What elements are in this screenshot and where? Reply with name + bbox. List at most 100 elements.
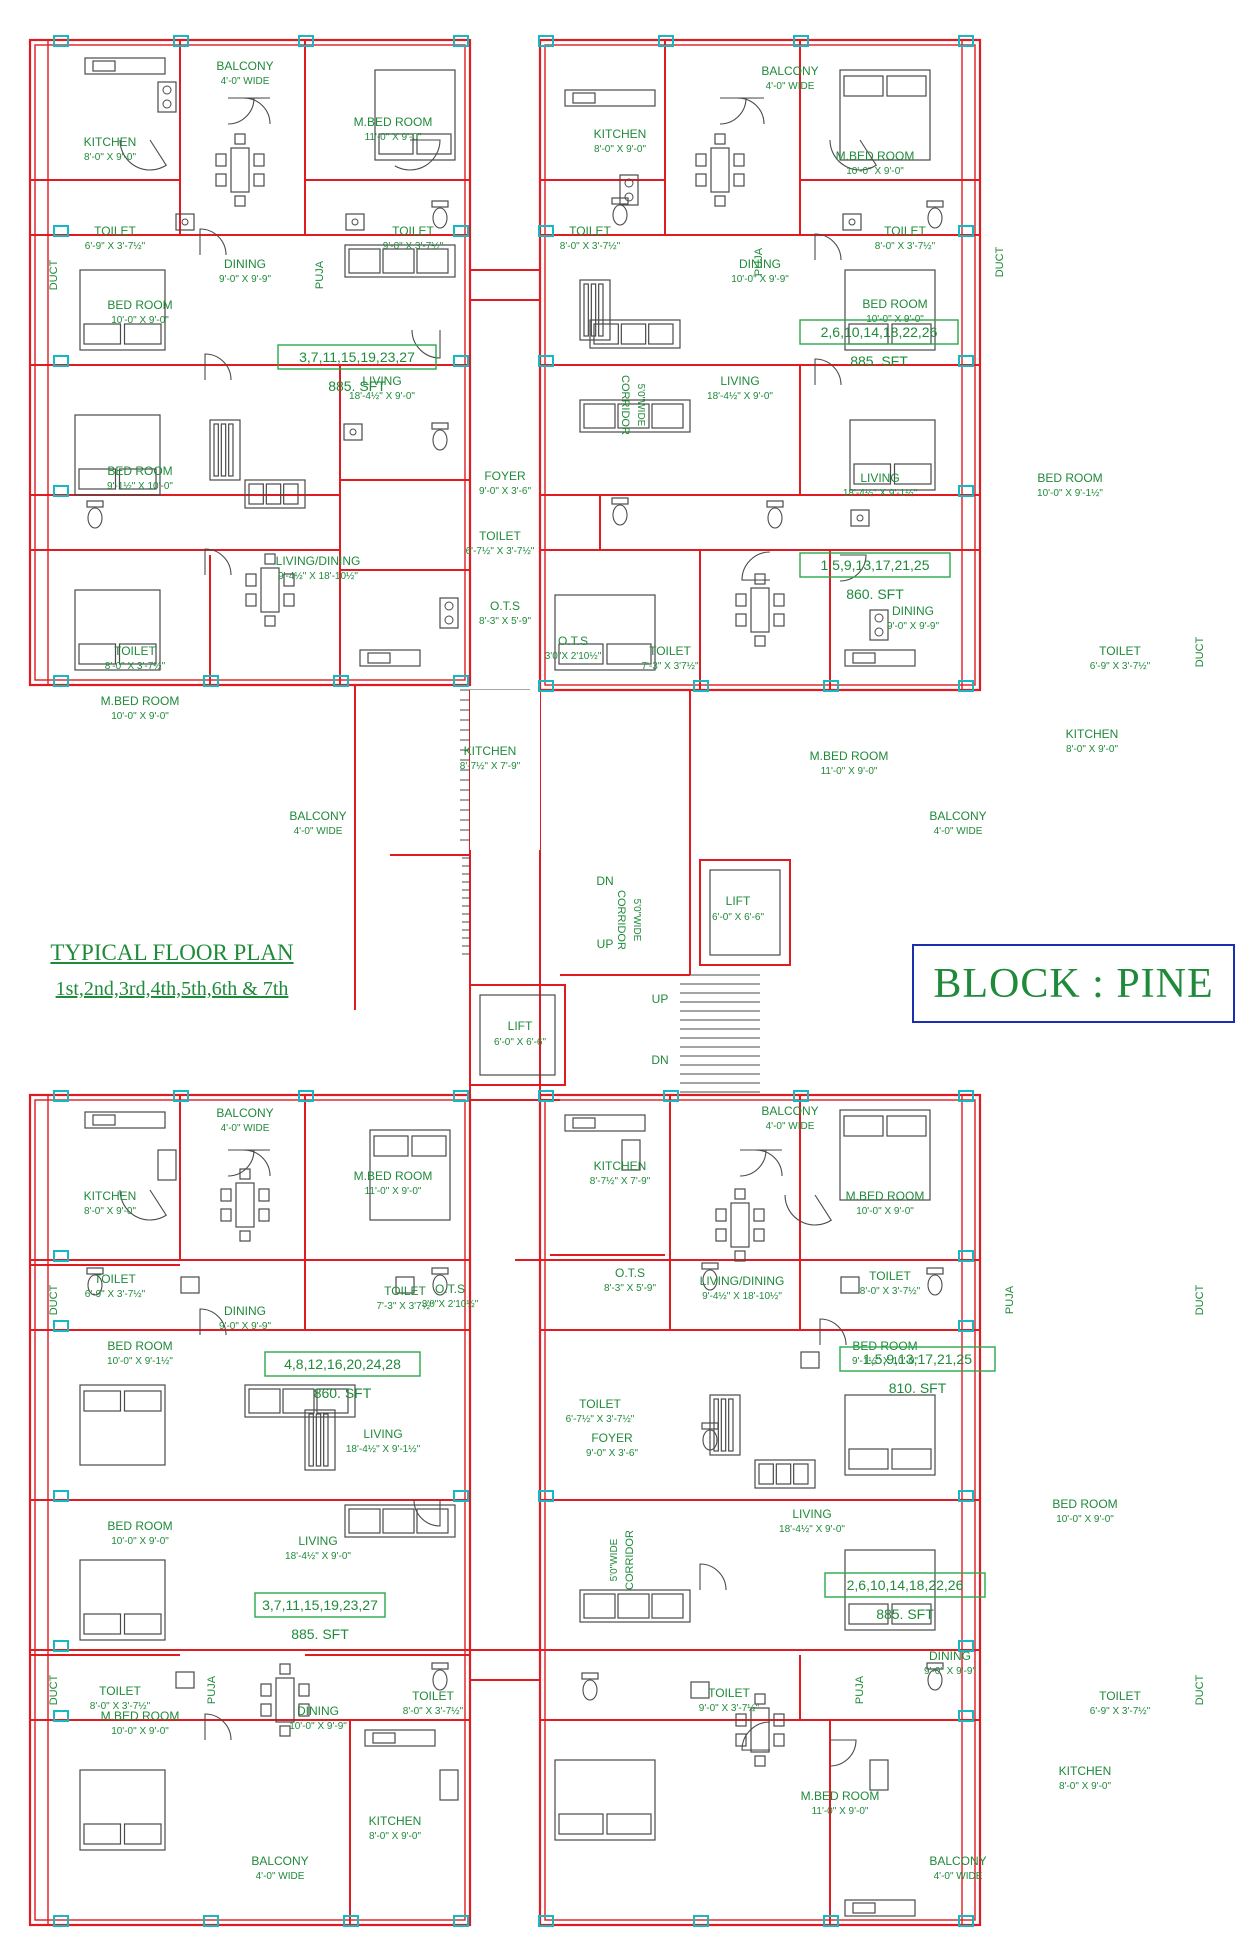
cistern — [926, 1662, 944, 1670]
window — [53, 225, 69, 237]
dining-table — [235, 1182, 255, 1228]
window — [53, 1090, 69, 1102]
sofa-cushion — [282, 1388, 315, 1414]
room-name: TOILET — [884, 224, 926, 238]
door-swing — [199, 228, 227, 256]
corridor-label: CORRIDOR — [624, 1530, 636, 1590]
cistern — [926, 1267, 944, 1275]
duct-label: DUCT — [994, 246, 1006, 277]
room-name: BED ROOM — [107, 298, 172, 312]
room-name: TOILET — [1099, 1689, 1141, 1703]
room-name: LIVING — [362, 374, 401, 388]
room-name: TOILET — [94, 1272, 136, 1286]
cistern — [766, 500, 784, 508]
sofa-cushion — [598, 283, 604, 337]
toilet-fixture — [432, 429, 448, 451]
corridor-width: 5'0"WIDE — [635, 384, 646, 427]
gas-stove — [621, 1139, 641, 1171]
window — [53, 1490, 69, 1502]
flat-area: 860. SFT — [314, 1385, 372, 1401]
door-swing — [119, 139, 167, 171]
bay-window-strip — [961, 1094, 981, 1926]
door-swing — [204, 1713, 232, 1741]
room-name: BALCONY — [761, 64, 818, 78]
window — [793, 35, 809, 47]
room-dimension: 9'-4½" X 18'-10½" — [702, 1291, 782, 1302]
toilet-fixture — [702, 1429, 718, 1451]
sofa-cushion — [382, 1508, 415, 1534]
pillow — [558, 1813, 604, 1835]
sofa-cushion — [308, 1413, 314, 1467]
room-name: LIVING — [860, 471, 899, 485]
door-swing — [737, 97, 765, 125]
cistern — [86, 1267, 104, 1275]
lift-bottom-box — [469, 984, 566, 1086]
toilet-fixture — [927, 1669, 943, 1691]
room-dimension: 4'-0" WIDE — [934, 826, 983, 837]
room-dimension: 10'-0" X 9'-0" — [846, 166, 904, 177]
window — [958, 225, 974, 237]
burner — [624, 192, 634, 202]
wash-basin — [175, 213, 195, 231]
window — [958, 680, 974, 692]
door-swing — [243, 1149, 271, 1177]
wash-basin — [690, 1681, 710, 1699]
pillow — [891, 1448, 932, 1470]
room-name: O.T.S — [558, 634, 588, 648]
sofa-cushion — [248, 1388, 281, 1414]
room-name: M.BED ROOM — [354, 115, 433, 129]
door-swing — [413, 1499, 441, 1527]
dining-chair — [773, 613, 785, 627]
lift-bottom-label: LIFT — [508, 1019, 533, 1033]
sofa — [589, 319, 681, 349]
corridor-label: CORRIDOR — [615, 890, 627, 950]
dining-chair — [754, 1693, 766, 1705]
room-dimension: 10'-0" X 9'-9" — [731, 274, 789, 285]
door-swing — [741, 1721, 771, 1751]
sofa-cushion — [416, 1508, 449, 1534]
dining-chair — [264, 553, 276, 565]
window — [453, 355, 469, 367]
pillow — [83, 1823, 122, 1845]
flat-number-box — [824, 1572, 986, 1598]
pillow — [78, 468, 117, 490]
dining-chair — [279, 1663, 291, 1675]
door-swing — [740, 1149, 767, 1177]
sofa-cushion — [593, 323, 619, 345]
room-name: TOILET — [869, 1269, 911, 1283]
room-dimension: 8'-0" X 9'-0" — [84, 152, 137, 163]
window — [658, 35, 674, 47]
room-name: TOILET — [649, 644, 691, 658]
pillow — [893, 463, 932, 485]
sofa-cushion — [651, 1593, 684, 1619]
room-name: BALCONY — [251, 1854, 308, 1868]
door-swing — [814, 358, 842, 386]
lift-top-size: 6'-0" X 6'-6" — [712, 912, 765, 923]
corridor-label: CORRIDOR — [619, 375, 631, 435]
window — [538, 355, 554, 367]
room-name: DINING — [224, 257, 266, 271]
dining-chair — [733, 153, 745, 167]
window — [538, 35, 554, 47]
block-name: BLOCK : PINE — [912, 944, 1235, 1023]
window — [958, 1320, 974, 1332]
dining-chair — [253, 153, 265, 167]
dining-chair — [754, 573, 766, 585]
wash-basin — [800, 1351, 820, 1369]
sofa-cushion — [651, 403, 684, 429]
room-name: LIVING — [792, 1507, 831, 1521]
window — [173, 1090, 189, 1102]
room-dimension: 8'-0" X 9'-0" — [369, 1831, 422, 1842]
sofa — [579, 279, 611, 341]
cistern — [431, 1662, 449, 1670]
dining-table — [750, 587, 770, 633]
duct-label: DUCT — [48, 259, 60, 290]
room-dimension: 10'-0" X 9'-0" — [111, 711, 169, 722]
window — [203, 675, 219, 687]
door-swing — [814, 233, 842, 261]
flat-number-box — [264, 1351, 421, 1377]
window — [53, 675, 69, 687]
burner — [444, 601, 454, 611]
bed — [374, 69, 456, 161]
